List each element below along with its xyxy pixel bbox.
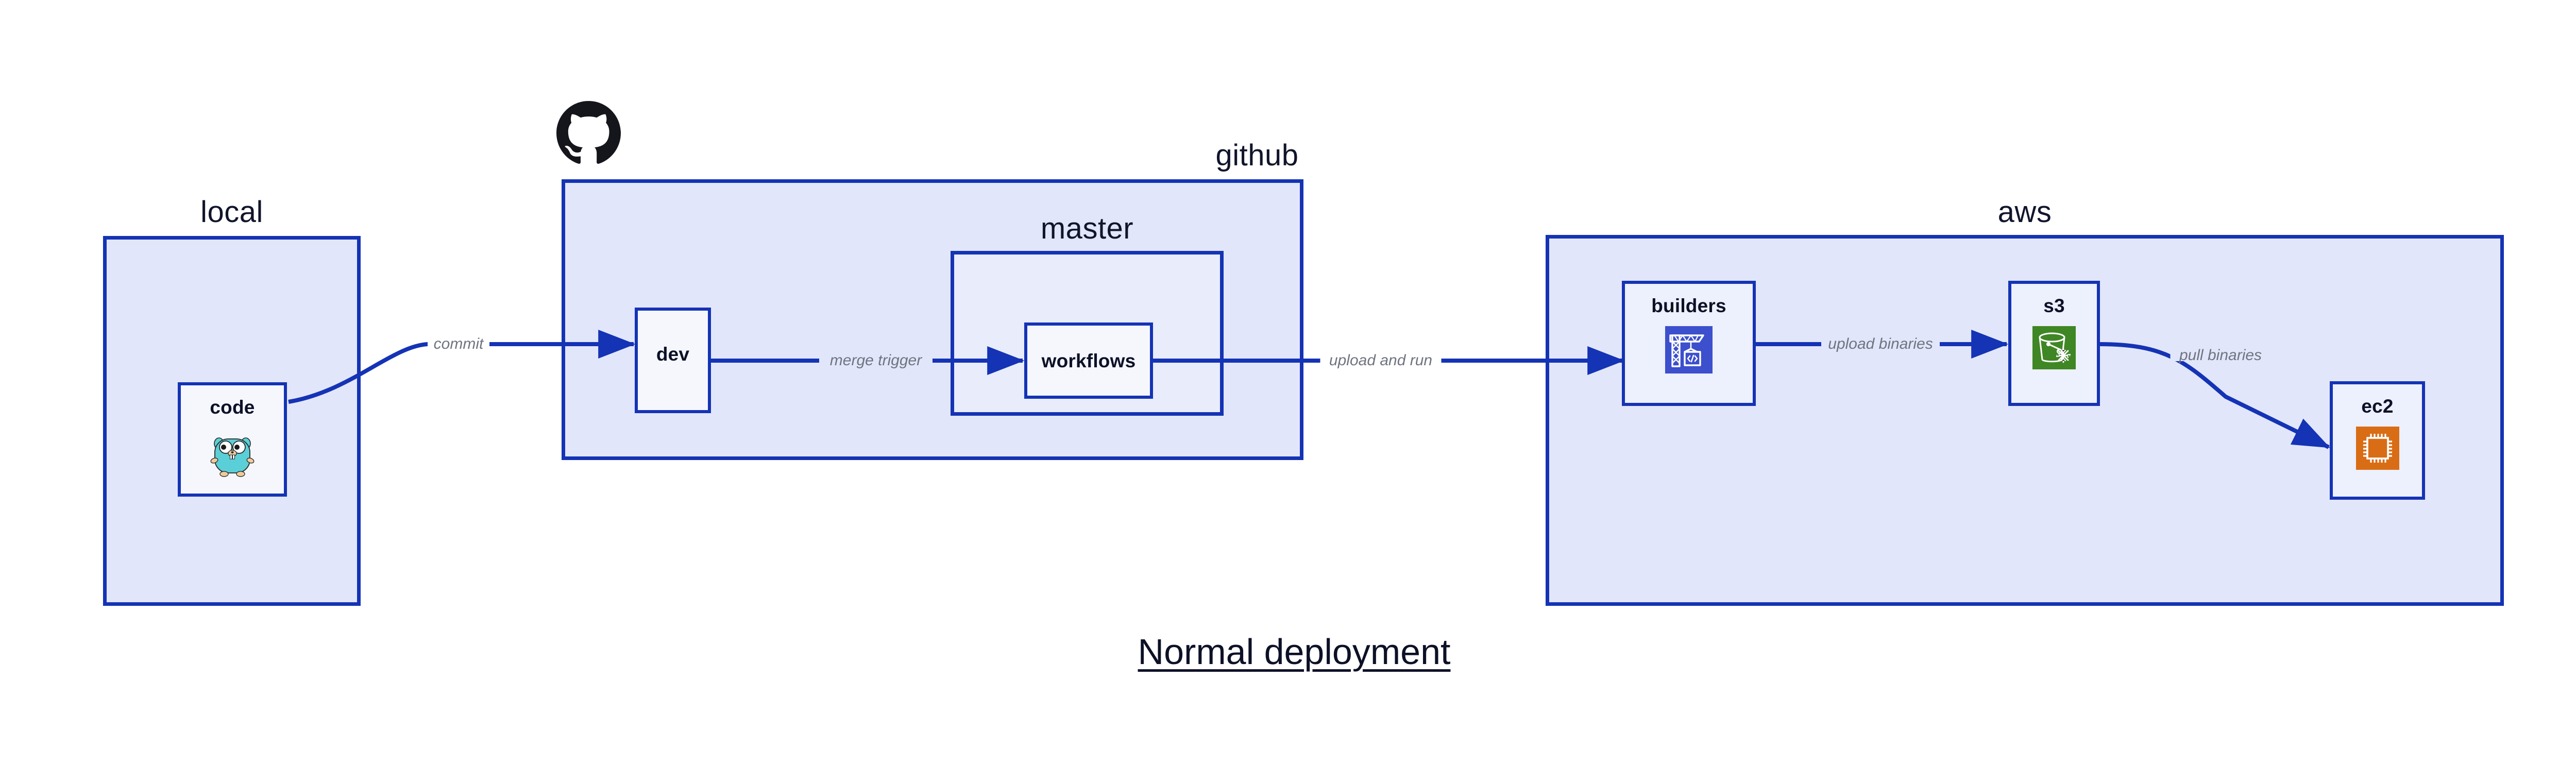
- aws-s3-icon: [2032, 326, 2076, 369]
- edge-label-merge-trigger: merge trigger: [829, 352, 922, 369]
- node-label-dev: dev: [656, 344, 690, 365]
- edge-label-upload-binaries: upload binaries: [1828, 335, 1933, 352]
- group-label-local: local: [200, 195, 263, 229]
- node-label-s3: s3: [2043, 295, 2065, 316]
- group-label-master: master: [1040, 212, 1134, 245]
- node-label-builders: builders: [1651, 295, 1726, 316]
- node-code[interactable]: code: [178, 382, 287, 497]
- node-label-ec2: ec2: [2361, 396, 2394, 417]
- edge-label-mask-upload-binaries: [1821, 338, 1940, 350]
- edge-label-mask-upload-and-run: [1320, 355, 1442, 366]
- edge-label-pull-binaries: pull binaries: [2179, 347, 2262, 364]
- edge-label-mask-commit: [428, 338, 489, 350]
- edge-label-mask-merge-trigger: [819, 355, 933, 366]
- node-label-code: code: [210, 397, 255, 418]
- node-builders[interactable]: builders: [1622, 281, 1756, 406]
- edge-label-upload-and-run: upload and run: [1329, 352, 1433, 369]
- group-label-github: github: [1215, 139, 1299, 172]
- diagram-title: Normal deployment: [1138, 632, 1451, 672]
- node-ec2[interactable]: ec2: [2330, 381, 2425, 500]
- group-label-aws: aws: [1997, 195, 2052, 229]
- edge-label-commit: commit: [433, 335, 484, 352]
- node-workflows[interactable]: workflows: [1024, 322, 1153, 399]
- edge-label-mask-pull-binaries: [2170, 350, 2271, 361]
- node-label-workflows: workflows: [1041, 350, 1136, 371]
- node-s3[interactable]: s3: [2008, 281, 2100, 406]
- aws-ec2-icon: [2355, 427, 2399, 470]
- github-octocat-logo: [556, 101, 621, 165]
- aws-codebuild-icon: [1665, 326, 1713, 373]
- go-gopher-icon: [207, 428, 258, 479]
- node-dev[interactable]: dev: [635, 308, 711, 413]
